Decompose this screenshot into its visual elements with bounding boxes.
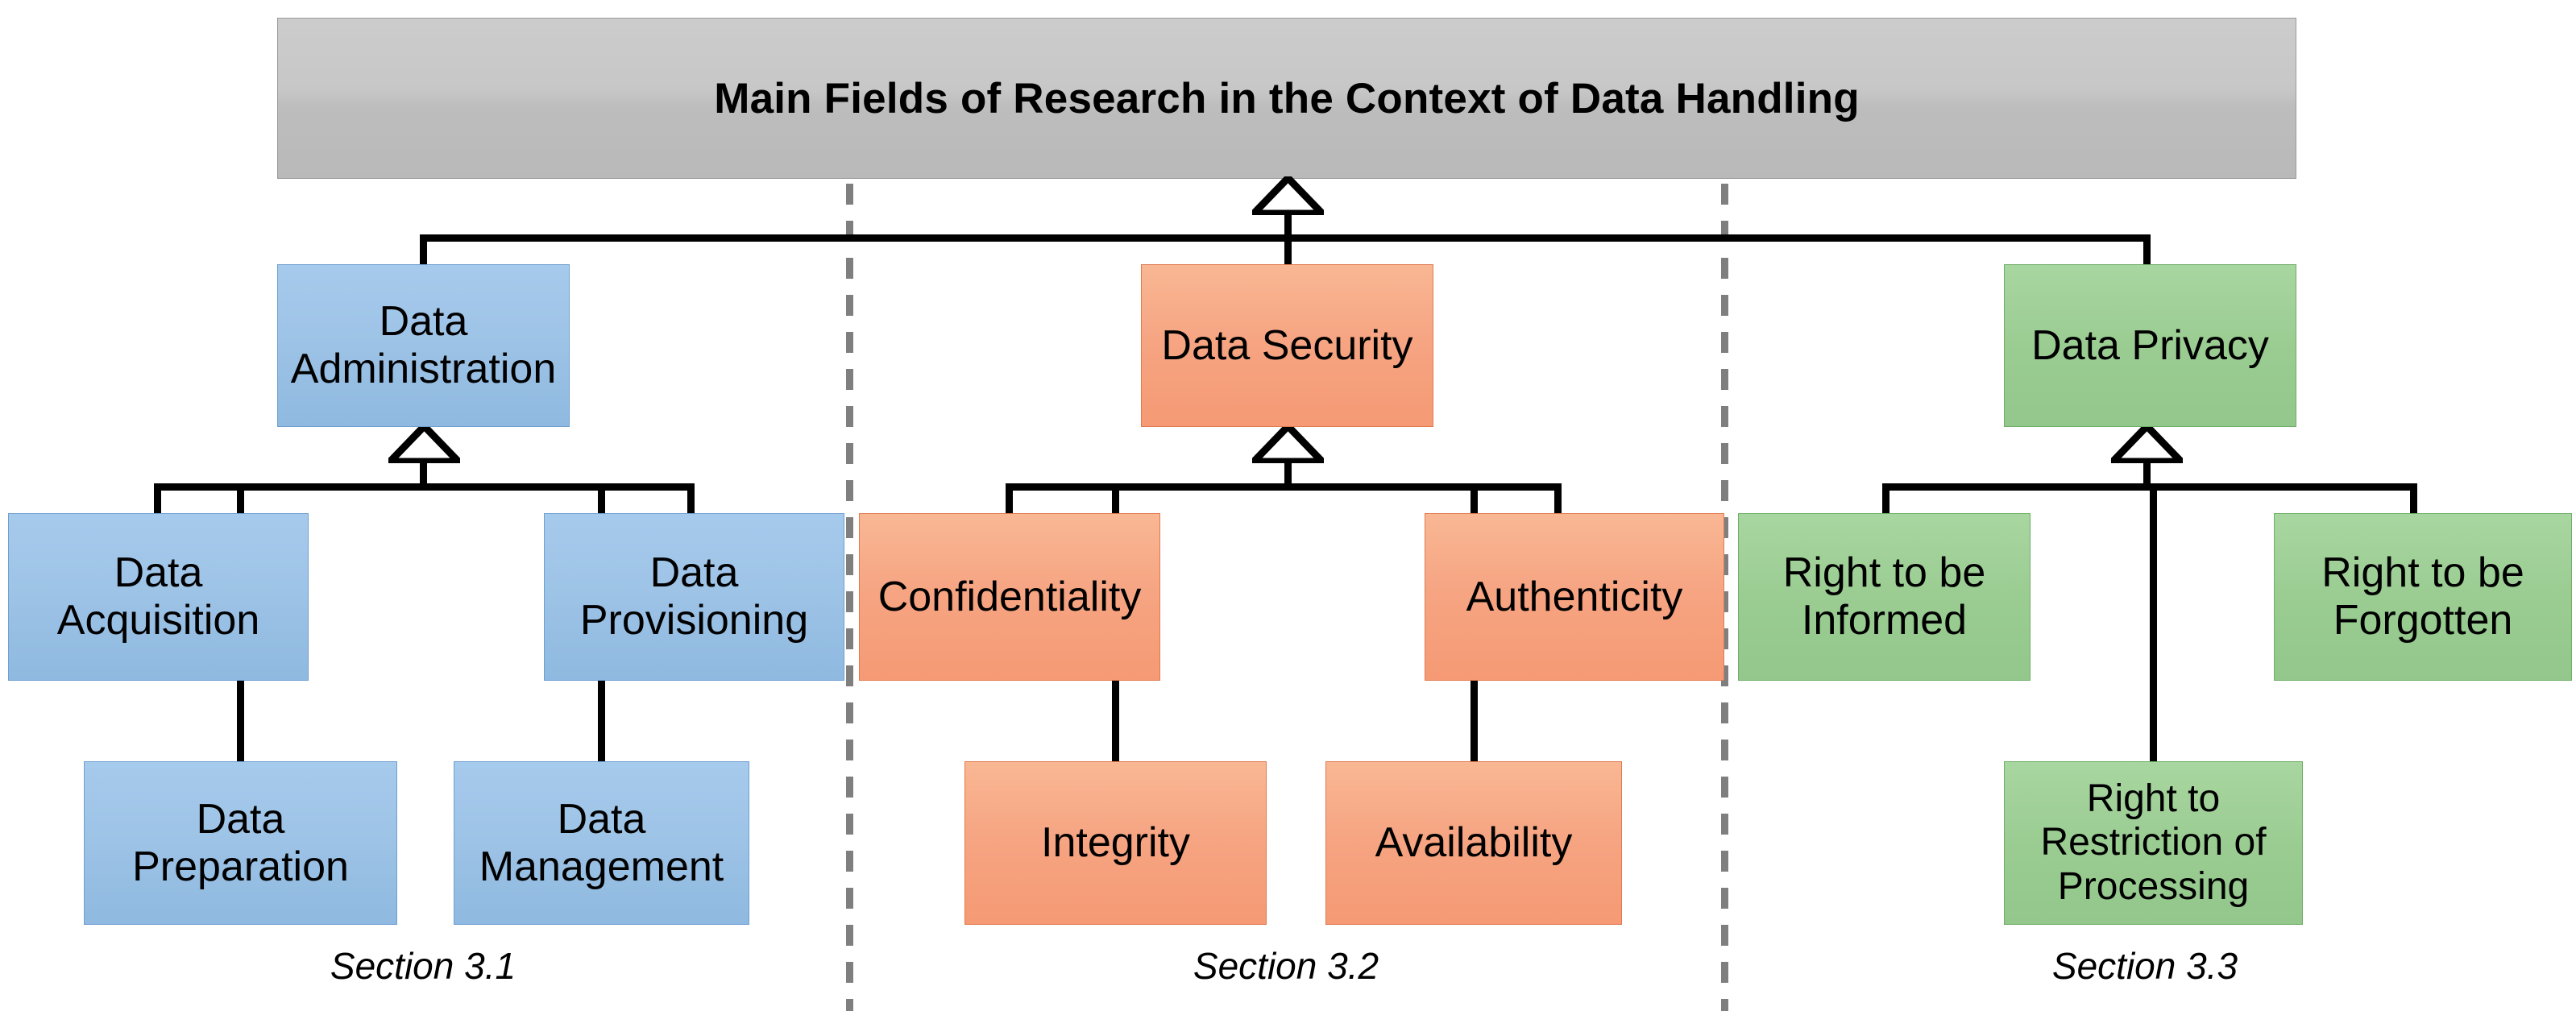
node-data-management[interactable]: Data Management: [454, 761, 749, 925]
section-caption-3-2: Section 3.2: [1193, 945, 1379, 987]
node-right-to-be-forgotten[interactable]: Right to be Forgotten: [2274, 513, 2572, 681]
node-label: Data Security: [1161, 321, 1413, 369]
node-right-to-restriction-of-processing[interactable]: Right to Restriction of Processing: [2004, 761, 2303, 925]
node-data-administration[interactable]: Data Administration: [277, 264, 570, 427]
node-label: Data Acquisition: [56, 549, 260, 644]
node-authenticity[interactable]: Authenticity: [1425, 513, 1724, 681]
drop-to-data-provisioning: [687, 483, 695, 520]
node-label: Authenticity: [1466, 573, 1683, 620]
drop-to-right-to-be-informed: [1882, 483, 1889, 520]
drop-to-data-acquisition: [154, 483, 161, 520]
node-right-to-be-informed[interactable]: Right to be Informed: [1738, 513, 2031, 681]
generalization-arrow-to-title: [1252, 176, 1324, 215]
drop-to-right-to-be-forgotten: [2410, 483, 2417, 520]
node-data-provisioning[interactable]: Data Provisioning: [544, 513, 844, 681]
node-label: Right to be Informed: [1782, 549, 1986, 644]
node-label: Integrity: [1041, 819, 1190, 867]
generalization-arrow-data-security: [1252, 425, 1324, 463]
node-label: Confidentiality: [877, 573, 1142, 620]
section-separator-2: [1721, 184, 1728, 1011]
drop-to-right-to-restriction-of-processing: [2150, 483, 2157, 766]
node-label: Data Preparation: [132, 795, 349, 890]
diagram-title-bar: Main Fields of Research in the Context o…: [277, 18, 2296, 179]
generalization-arrow-data-administration: [388, 425, 460, 463]
stem-data-security: [1284, 458, 1292, 491]
section-caption-3-3: Section 3.3: [2051, 945, 2238, 987]
node-confidentiality[interactable]: Confidentiality: [859, 513, 1160, 681]
drop-to-authenticity: [1554, 483, 1562, 520]
section-separator-1: [846, 184, 853, 1011]
stem-data-administration: [420, 458, 427, 491]
node-data-security[interactable]: Data Security: [1141, 264, 1433, 427]
node-data-preparation[interactable]: Data Preparation: [84, 761, 397, 925]
bus-data-security: [1006, 483, 1562, 491]
node-label: Data Management: [479, 795, 724, 890]
drop-to-data-privacy: [2143, 234, 2151, 267]
node-integrity[interactable]: Integrity: [964, 761, 1267, 925]
drop-to-confidentiality: [1006, 483, 1013, 520]
node-data-acquisition[interactable]: Data Acquisition: [8, 513, 309, 681]
drop-to-data-security: [1284, 234, 1292, 267]
node-label: Data Privacy: [2031, 321, 2269, 369]
node-data-privacy[interactable]: Data Privacy: [2004, 264, 2296, 427]
title-arrow-stem: [1284, 209, 1292, 242]
node-label: Data Administration: [290, 298, 557, 392]
section-caption-3-1: Section 3.1: [330, 945, 516, 987]
node-label: Right to Restriction of Processing: [2040, 777, 2267, 908]
generalization-arrow-data-privacy: [2111, 425, 2183, 463]
bus-data-administration: [154, 483, 695, 491]
stem-data-privacy: [2143, 458, 2151, 491]
node-label: Availability: [1375, 819, 1573, 867]
node-label: Right to be Forgotten: [2321, 549, 2524, 644]
diagram-title: Main Fields of Research in the Context o…: [714, 74, 1860, 122]
node-label: Data Provisioning: [579, 549, 809, 644]
drop-to-data-administration: [420, 234, 427, 267]
node-availability[interactable]: Availability: [1325, 761, 1622, 925]
